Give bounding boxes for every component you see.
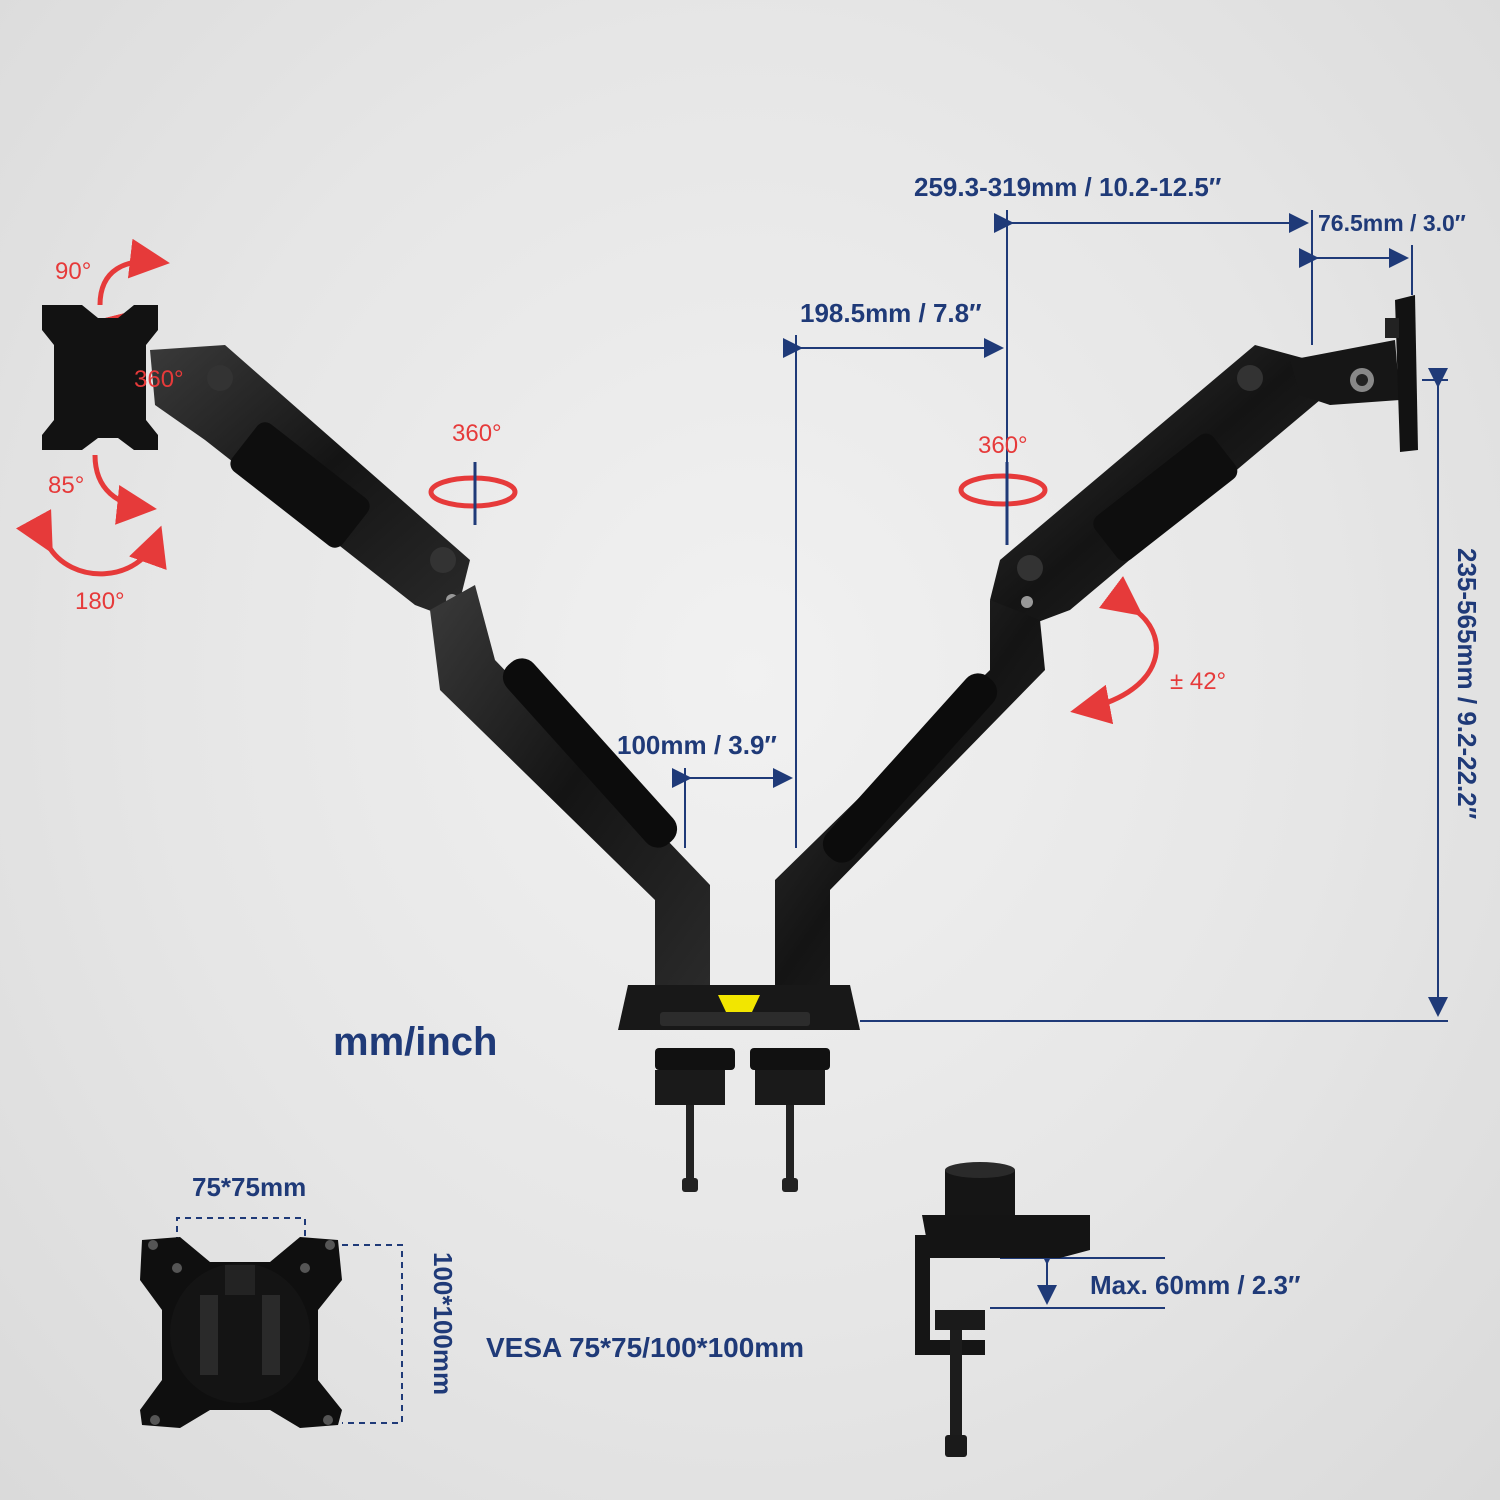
vesa-spec-label: VESA 75*75/100*100mm xyxy=(486,1332,805,1363)
inner-reach-label: 198.5mm / 7.8″ xyxy=(800,298,982,328)
clamp-detail xyxy=(915,1162,1090,1457)
vesa-small-label: 75*75mm xyxy=(192,1172,307,1202)
clamp-max-label: Max. 60mm / 2.3″ xyxy=(1090,1270,1301,1300)
swivel-label: 180° xyxy=(75,588,125,615)
plate-rotate-label: 360° xyxy=(134,366,184,393)
plate-offset-label: 76.5mm / 3.0″ xyxy=(1318,210,1466,236)
dimension-lines xyxy=(672,210,1448,1309)
logo-icon xyxy=(718,995,760,1012)
vesa-large-label: 100*100mm xyxy=(428,1252,458,1396)
tilt-up-label: 90° xyxy=(55,258,92,285)
height-range-label: 235-565mm / 9.2-22.2″ xyxy=(1452,548,1482,820)
units-label: mm/inch xyxy=(333,1020,498,1064)
left-arm-rotate-label: 360° xyxy=(452,420,502,447)
desk-base xyxy=(618,985,860,1192)
tilt-down-label: 85° xyxy=(48,472,85,499)
pole-spacing-label: 100mm / 3.9″ xyxy=(617,730,777,760)
arm-tilt-label: ± 42° xyxy=(1170,668,1227,695)
right-arm-rotate-label: 360° xyxy=(978,432,1028,459)
left-arm xyxy=(42,305,710,985)
vesa-plate xyxy=(140,1237,342,1428)
arm-reach-label: 259.3-319mm / 10.2-12.5″ xyxy=(914,172,1222,202)
right-arm xyxy=(775,295,1418,985)
